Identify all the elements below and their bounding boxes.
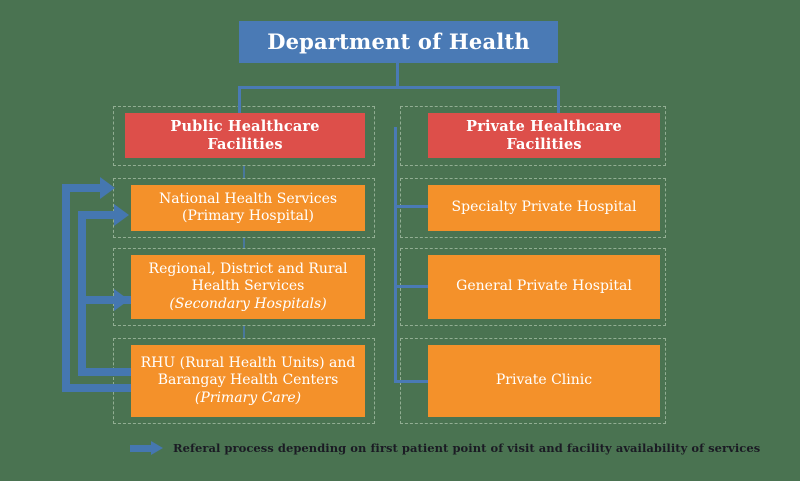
right-arrow-icon bbox=[130, 441, 164, 455]
group-frame-public-row-2 bbox=[113, 248, 375, 326]
node-regional-line-2: Health Services bbox=[191, 278, 305, 295]
connector-private-branch-3 bbox=[394, 380, 430, 383]
legend: Referal process depending on first patie… bbox=[130, 441, 760, 455]
node-rhu-barangay-health-centers[interactable]: RHU (Rural Health Units) and Barangay He… bbox=[131, 345, 365, 417]
node-regional-line-1: Regional, District and Rural bbox=[148, 261, 348, 278]
group-frame-public-row-1 bbox=[113, 178, 375, 238]
node-private-clinic-label: Private Clinic bbox=[495, 372, 593, 389]
connector-public-spine-b bbox=[243, 238, 245, 248]
node-rhu-line-1: RHU (Rural Health Units) and bbox=[140, 355, 356, 372]
node-private-healthcare-facilities[interactable]: Private Healthcare Facilities bbox=[428, 113, 660, 158]
node-department-of-health-label: Department of Health bbox=[267, 29, 530, 55]
node-national-health-services[interactable]: National Health Services (Primary Hospit… bbox=[131, 185, 365, 231]
node-public-healthcare-facilities[interactable]: Public Healthcare Facilities bbox=[125, 113, 365, 158]
node-private-healthcare-facilities-label: Private Healthcare Facilities bbox=[466, 117, 622, 153]
connector-to-private-header bbox=[557, 86, 560, 114]
group-frame-private-row-1 bbox=[400, 178, 666, 238]
node-rhu-line-3: (Primary Care) bbox=[194, 389, 302, 406]
node-specialty-private-hospital-label: Specialty Private Hospital bbox=[451, 199, 637, 216]
node-department-of-health[interactable]: Department of Health bbox=[239, 21, 558, 63]
node-regional-district-rural-health-services[interactable]: Regional, District and Rural Health Serv… bbox=[131, 255, 365, 319]
legend-label: Referal process depending on first patie… bbox=[173, 441, 761, 455]
connector-public-spine-a bbox=[243, 166, 245, 178]
node-general-private-hospital-label: General Private Hospital bbox=[456, 278, 632, 295]
connector-private-branch-1 bbox=[394, 205, 430, 208]
group-frame-private-header bbox=[400, 106, 666, 166]
connector-private-branch-2 bbox=[394, 285, 430, 288]
node-regional-line-3: (Secondary Hospitals) bbox=[169, 295, 327, 312]
group-frame-public-row-3 bbox=[113, 338, 375, 424]
connector-to-public-header bbox=[238, 86, 241, 114]
node-specialty-private-hospital[interactable]: Specialty Private Hospital bbox=[428, 185, 660, 231]
referral-arrowhead-inner bbox=[114, 289, 129, 311]
node-rhu-line-2: Barangay Health Centers bbox=[157, 372, 339, 389]
referral-arrowhead-middle bbox=[114, 204, 129, 226]
node-national-health-services-line-2: (Primary Hospital) bbox=[182, 208, 314, 224]
referral-arrowhead-outer bbox=[100, 177, 115, 199]
node-private-clinic[interactable]: Private Clinic bbox=[428, 345, 660, 417]
node-public-healthcare-facilities-label: Public Healthcare Facilities bbox=[170, 117, 320, 153]
group-frame-public-header bbox=[113, 106, 375, 166]
connector-root-drop bbox=[396, 62, 399, 88]
connector-root-bar bbox=[238, 86, 560, 89]
connector-public-spine-c bbox=[243, 326, 245, 338]
connector-private-spine bbox=[394, 127, 397, 383]
node-national-health-services-line-1: National Health Services bbox=[158, 190, 338, 207]
node-general-private-hospital[interactable]: General Private Hospital bbox=[428, 255, 660, 319]
